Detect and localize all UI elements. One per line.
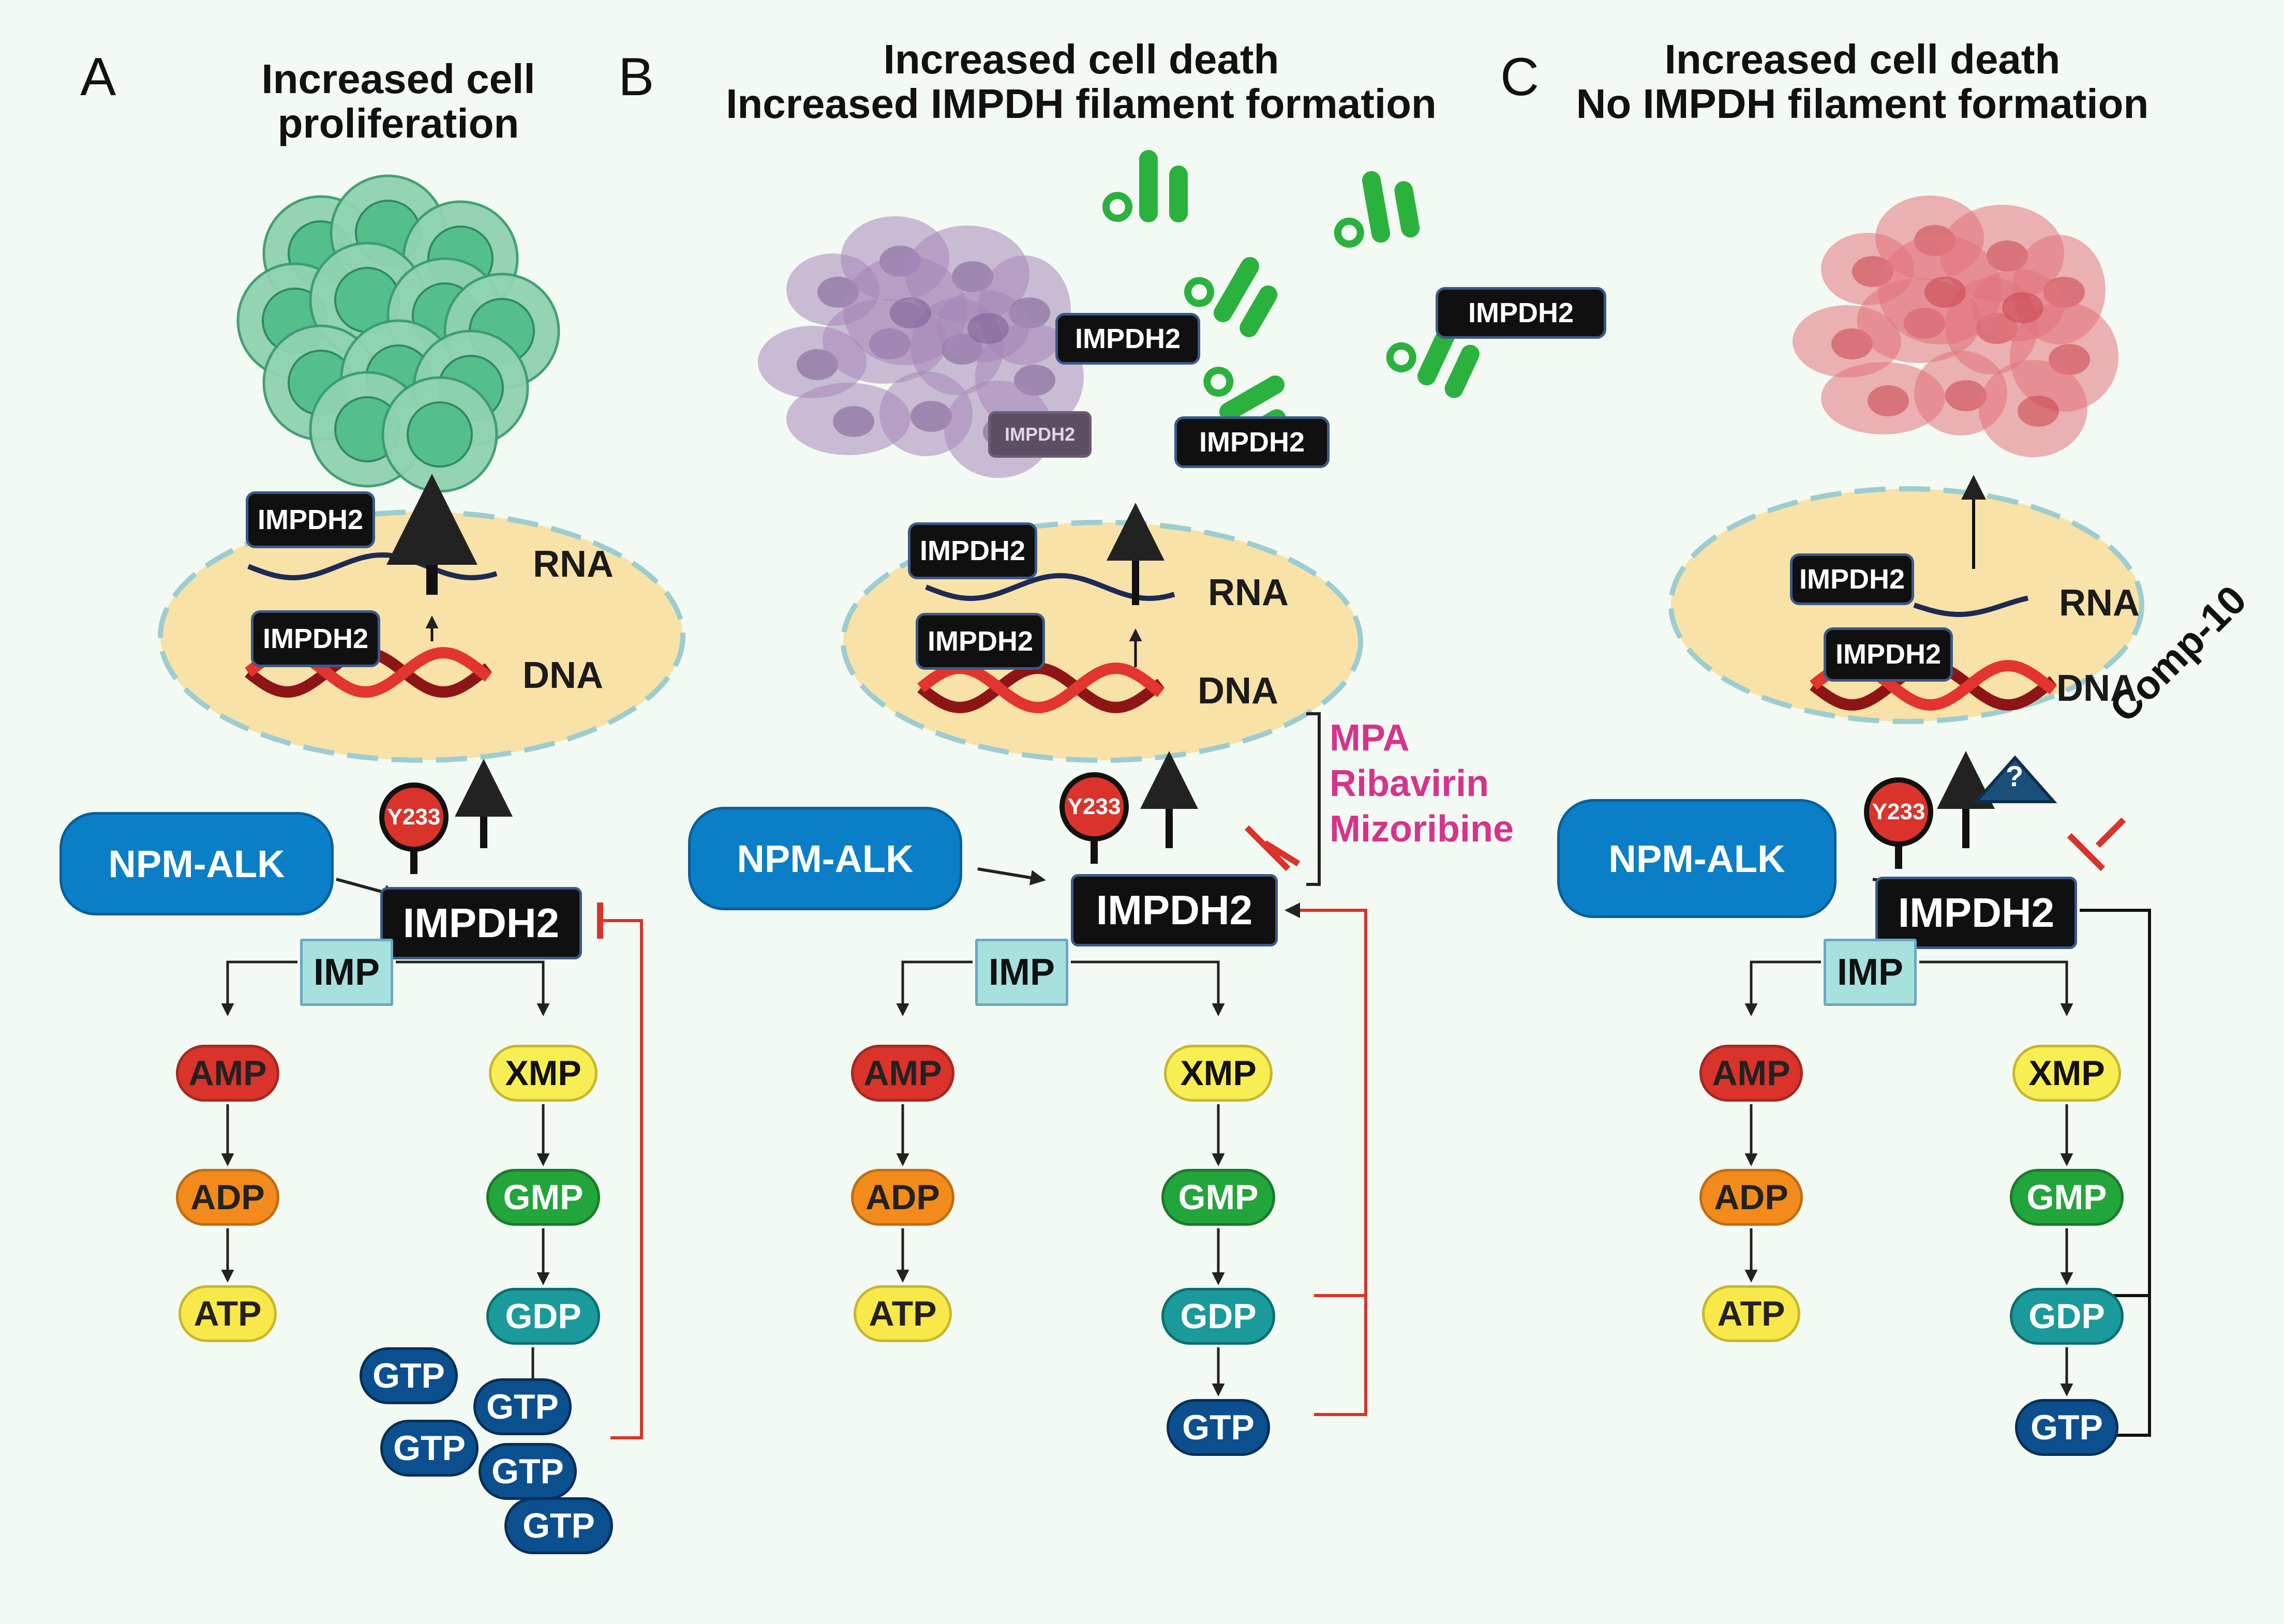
rna-label-a: RNA <box>533 544 614 585</box>
atp-node-b: ATP <box>854 1285 952 1342</box>
amp-node-a: AMP <box>176 1045 279 1102</box>
impdh2-rna-tag-b: IMPDH2 <box>908 522 1037 579</box>
gtp-node-a5: GTP <box>504 1497 613 1554</box>
feedback-line-b2 <box>1288 909 1367 1416</box>
xmp-node-b: XMP <box>1164 1045 1273 1102</box>
impdh2-dna-tag-a: IMPDH2 <box>251 610 380 667</box>
unknown-mechanism-icon <box>1973 755 2057 803</box>
branch-line-c <box>1750 960 1821 988</box>
panel-letter-b: B <box>618 47 654 107</box>
imp-box-b: IMP <box>975 939 1068 1006</box>
gtp-node-a3: GTP <box>380 1420 479 1477</box>
impdh2-dna-tag-b: IMPDH2 <box>916 613 1045 670</box>
gtp-node-a1: GTP <box>360 1347 458 1404</box>
gmp-node-a: GMP <box>486 1169 600 1226</box>
gdp-node-b: GDP <box>1161 1288 1275 1345</box>
impdh2-filament-tag-b1: IMPDH2 <box>1055 313 1200 365</box>
impdh2-dna-tag-c: IMPDH2 <box>1824 627 1953 682</box>
gdp-node-a: GDP <box>486 1288 600 1345</box>
drug-label-2: Mizoribine <box>1330 808 1514 850</box>
drug-inhibit-bar-b <box>1244 825 1291 871</box>
drug-label-1: Ribavirin <box>1330 763 1489 804</box>
gtp-node-c: GTP <box>2015 1399 2118 1456</box>
panel-letter-a: A <box>80 47 116 107</box>
dying-cells-b <box>758 216 1084 478</box>
feedback-line-c2 <box>2080 909 2151 1437</box>
filament-b2 <box>1184 257 1278 338</box>
xmp-node-a: XMP <box>489 1045 598 1102</box>
panel-title-b: Increased cell death Increased IMPDH fil… <box>726 36 1437 127</box>
question-mark-label: ? <box>2006 760 2024 792</box>
branch-line-r-c <box>1919 960 2068 988</box>
gmp-node-c: GMP <box>2010 1169 2124 1226</box>
impdh2-main-a: IMPDH2 <box>380 887 582 959</box>
branch-line-a <box>226 960 297 988</box>
amp-node-c: AMP <box>1699 1045 1803 1102</box>
comp10-inhibit-bar-c <box>2067 833 2106 871</box>
filament-b1 <box>1102 150 1188 222</box>
gdp-node-c: GDP <box>2010 1288 2124 1345</box>
branch-line-r-b <box>1071 960 1220 988</box>
dna-label-c: DNA <box>2056 668 2137 709</box>
impdh2-main-c: IMPDH2 <box>1875 877 2077 949</box>
y233-b <box>1059 772 1129 841</box>
xmp-node-c: XMP <box>2012 1045 2121 1102</box>
drug-bracket-b <box>1306 712 1321 886</box>
npm-alk-c: NPM-ALK <box>1557 799 1837 918</box>
drug-inhibit-stem-b <box>1263 840 1301 867</box>
impdh2-main-b: IMPDH2 <box>1071 874 1278 946</box>
npm-alk-b: NPM-ALK <box>688 807 962 910</box>
impdh2-rna-tag-c: IMPDH2 <box>1790 553 1914 605</box>
filament-b3 <box>1334 171 1420 248</box>
panel-title-a: Increased cell proliferation <box>261 56 535 146</box>
impdh2-filament-tag-b2: IMPDH2 <box>1436 287 1606 339</box>
dna-label-b: DNA <box>1198 670 1278 712</box>
imp-box-c: IMP <box>1824 939 1917 1006</box>
gtp-node-a2: GTP <box>473 1378 572 1435</box>
y233-c <box>1864 777 1933 847</box>
gmp-node-b: GMP <box>1161 1169 1275 1226</box>
impdh2-filament-tag-b3: IMPDH2 <box>1174 416 1330 468</box>
impdh2-faded-tag-b: IMPDH2 <box>988 411 1092 458</box>
y233-a <box>379 783 449 852</box>
rna-wave-c <box>1913 595 2029 617</box>
branch-line-r-a <box>396 960 545 988</box>
gtp-node-b: GTP <box>1167 1399 1270 1456</box>
npm-to-impdh-b <box>977 867 1046 885</box>
gtp-node-a4: GTP <box>479 1443 577 1500</box>
proliferating-cells <box>236 174 560 493</box>
adp-node-b: ADP <box>851 1169 954 1226</box>
impdh2-rna-tag-a: IMPDH2 <box>246 491 375 548</box>
imp-box-a: IMP <box>300 939 393 1006</box>
y233-c-label: Y233 <box>1872 799 1925 824</box>
dna-label-a: DNA <box>523 655 603 696</box>
rna-label-b: RNA <box>1208 572 1289 613</box>
atp-node-a: ATP <box>178 1285 277 1342</box>
rna-wave-a <box>247 552 498 580</box>
panel-title-c: Increased cell death No IMPDH filament f… <box>1576 36 2149 127</box>
feedback-line-a <box>600 919 643 1439</box>
amp-node-b: AMP <box>851 1045 954 1102</box>
adp-node-c: ADP <box>1699 1169 1803 1226</box>
panel-letter-c: C <box>1500 47 1540 107</box>
y233-b-label: Y233 <box>1067 794 1121 819</box>
drug-label-0: MPA <box>1330 717 1410 759</box>
dying-cells-c <box>1793 196 2118 457</box>
branch-line-b <box>901 960 973 988</box>
adp-node-a: ADP <box>176 1169 279 1226</box>
y233-a-label: Y233 <box>387 804 441 830</box>
nucleus-c <box>1668 486 2144 724</box>
npm-alk-a: NPM-ALK <box>59 812 334 915</box>
atp-node-c: ATP <box>1702 1285 1800 1342</box>
comp10-inhibit-stem-c <box>2095 817 2126 848</box>
rna-label-c: RNA <box>2059 582 2140 624</box>
